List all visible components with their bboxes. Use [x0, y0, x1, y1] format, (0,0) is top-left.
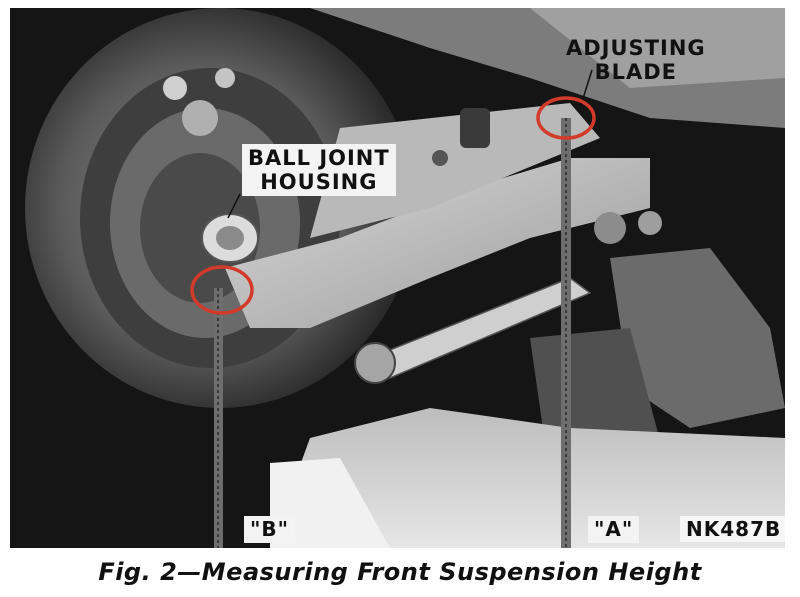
- suspension-photo: ADJUSTING BLADE BALL JOINT HOUSING "B" "…: [10, 8, 785, 548]
- ball-joint-housing-label-line2: HOUSING: [260, 170, 378, 195]
- suspension-photo-illustration: [10, 8, 785, 548]
- adjusting-blade-label: ADJUSTING BLADE: [566, 36, 706, 84]
- measuring-rod-a: [561, 118, 571, 548]
- adjusting-blade-highlight-circle: [536, 96, 596, 140]
- figure-code: NK487B: [680, 516, 785, 542]
- figure-caption: Fig. 2—Measuring Front Suspension Height: [98, 558, 702, 586]
- adjusting-blade-label-line2: BLADE: [594, 60, 678, 85]
- adjusting-blade-label-line1: ADJUSTING: [566, 36, 706, 60]
- point-a-label: "A": [588, 516, 640, 543]
- control-arm-shape: [225, 158, 650, 328]
- ball-joint-housing-label-line1: BALL JOINT: [248, 146, 390, 170]
- ball-joint-housing-label: BALL JOINT HOUSING: [242, 144, 396, 197]
- ball-joint-highlight-circle: [190, 265, 254, 315]
- measuring-rod-b: [214, 288, 223, 548]
- point-b-label: "B": [244, 516, 296, 543]
